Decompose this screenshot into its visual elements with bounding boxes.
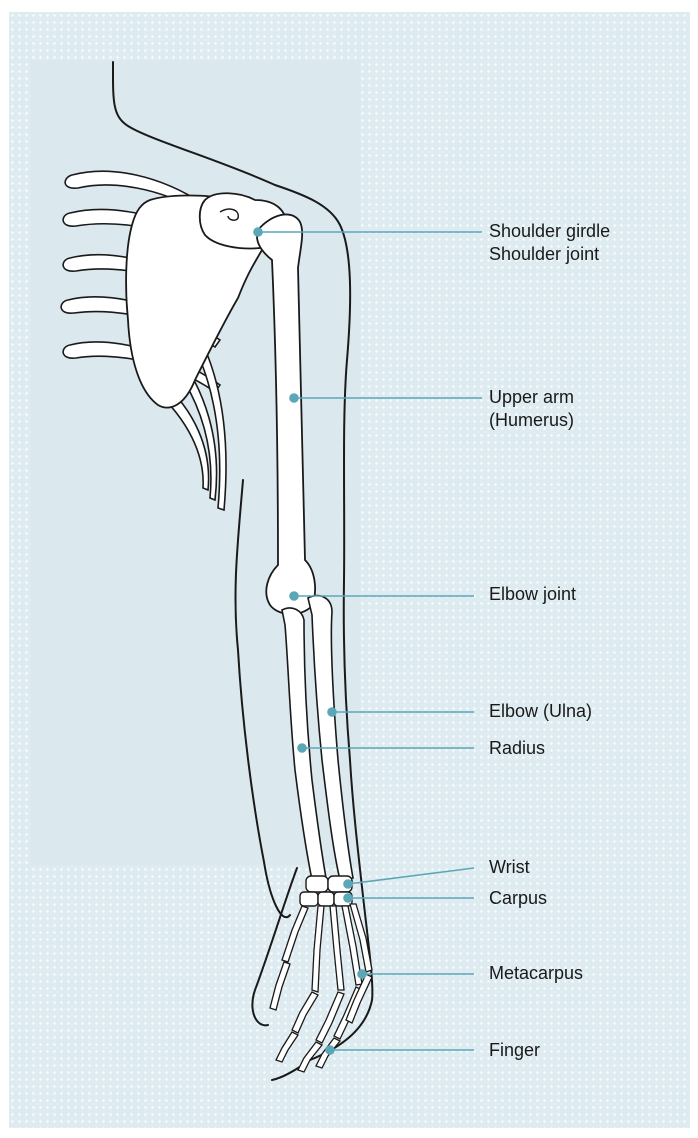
label-metacarpus: Metacarpus (489, 962, 583, 985)
label-upper-arm: Upper arm (Humerus) (489, 386, 574, 432)
leader-dot-radius (298, 744, 306, 752)
label-shoulder-joint: Shoulder joint (489, 243, 610, 266)
humerus (257, 214, 315, 614)
label-upper-arm-line1: Upper arm (489, 386, 574, 409)
label-carpus: Carpus (489, 887, 547, 910)
leader-dot-elbow-joint (290, 592, 298, 600)
leader-dot-carpus (344, 894, 352, 902)
label-upper-arm-line2: (Humerus) (489, 409, 574, 432)
carpal-bones (300, 876, 352, 906)
leader-dot-wrist (344, 880, 352, 888)
label-wrist: Wrist (489, 856, 530, 879)
leader-wrist (348, 868, 474, 884)
label-ulna: Elbow (Ulna) (489, 700, 592, 723)
label-elbow-joint: Elbow joint (489, 583, 576, 606)
hand-bones (270, 904, 372, 1072)
label-finger: Finger (489, 1039, 540, 1062)
leader-dot-shoulder (254, 228, 262, 236)
leader-dot-upper-arm (290, 394, 298, 402)
label-shoulder: Shoulder girdle Shoulder joint (489, 220, 610, 266)
leader-dot-metacarpus (358, 970, 366, 978)
label-shoulder-girdle: Shoulder girdle (489, 220, 610, 243)
leader-dot-ulna (328, 708, 336, 716)
leader-dot-finger (326, 1046, 334, 1054)
label-radius: Radius (489, 737, 545, 760)
